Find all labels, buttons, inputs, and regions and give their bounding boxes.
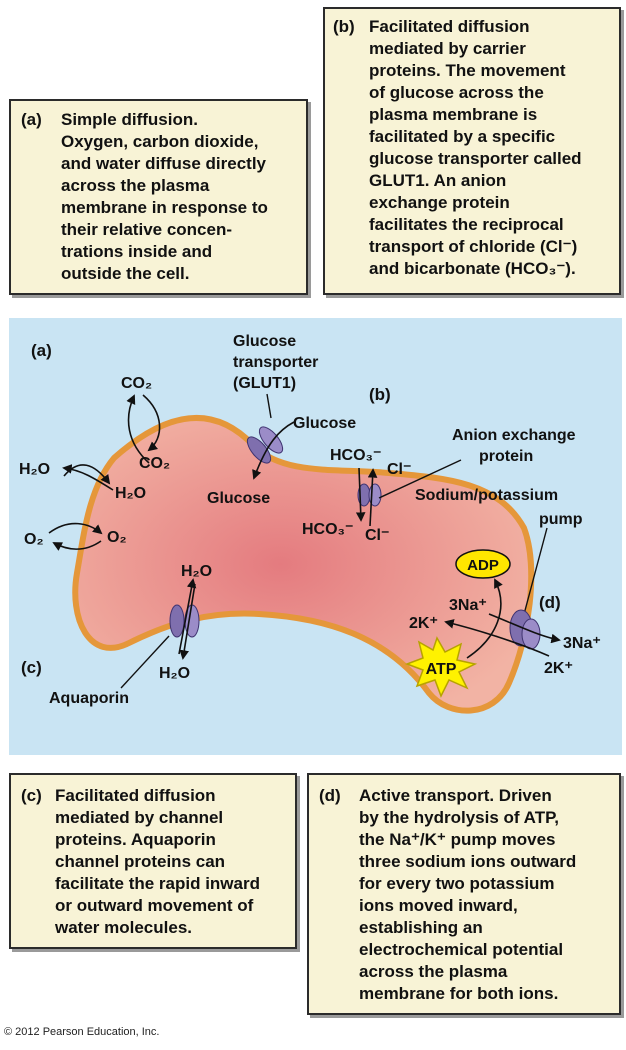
caption-d: (d) Active transport. Driven by the hydr… [307,773,621,1015]
pump-label-1: Sodium/potassium [415,487,558,504]
cell-membrane-diagram: (a) (b) (c) (d) CO₂ CO₂ H₂O H₂O O₂ O₂ Gl… [19,333,601,714]
glut1-label-2: transporter [233,354,318,371]
caption-d-text: Active transport. Driven by the hydrolys… [359,786,577,1003]
na-outside-label: 3Na⁺ [563,635,601,652]
k-inside-label: 2K⁺ [409,615,438,632]
h2o-arrow-out [62,464,114,491]
caption-c: (c) Facilitated diffusion mediated by ch… [9,773,297,949]
caption-c-text: Facilitated diffusion mediated by channe… [55,786,260,937]
caption-a: (a) Simple diffusion. Oxygen, carbon dio… [9,99,308,295]
aquaporin-arrow-out [178,578,197,655]
o2-arrow-2 [52,540,102,551]
co2-outside-label: CO₂ [121,375,152,392]
co2-inside-label: CO₂ [139,455,170,472]
k-outside-label: 2K⁺ [544,660,573,677]
cl-outside-label: Cl⁻ [387,461,411,478]
caption-b: (b) Facilitated diffusion mediated by ca… [323,7,621,295]
aquaporin-h2o-top-label: H₂O [181,563,212,580]
anion-exchange-label-2: protein [479,448,533,465]
copyright-notice: © 2012 Pearson Education, Inc. [4,1026,160,1038]
pump-pointer [522,527,548,619]
anion-exchange-pointer [378,459,462,499]
cl-inside-label: Cl⁻ [365,527,389,544]
co2-arrow-2 [142,394,161,452]
aquaporin-arrow-in [179,583,196,660]
o2-outside-label: O₂ [24,531,44,548]
glucose-inside-label: Glucose [207,490,270,507]
adp-label: ADP [467,557,499,574]
caption-b-label: (b) [333,17,355,36]
caption-d-label: (d) [319,786,341,805]
o2-inside-label: O₂ [107,529,127,546]
h2o-outside-label: H₂O [19,461,50,478]
hco3-arrow [355,467,366,522]
h2o-arrow-in [63,464,111,485]
caption-a-label: (a) [21,110,42,129]
panel-label-d: (d) [539,593,561,612]
o2-arrow [48,522,103,535]
hco3-inside-label: HCO₃⁻ [302,521,353,538]
caption-b-text: Facilitated diffusion mediated by carrie… [369,17,582,278]
atp-to-adp-arrow [466,578,503,659]
co2-arrow [126,394,150,464]
anion-exchange-label-1: Anion exchange [452,427,576,444]
cell-body [72,414,535,714]
h2o-inside-label: H₂O [115,485,146,502]
diagram-panel: (a) (b) (c) (d) CO₂ CO₂ H₂O H₂O O₂ O₂ Gl… [9,318,622,755]
aquaporin-pointer [120,635,170,689]
atp-starburst: ATP [404,636,478,698]
glut1-label-1: Glucose [233,333,296,350]
na-inside-label: 3Na⁺ [449,597,487,614]
aquaporin-h2o-bottom-label: H₂O [159,665,190,682]
adp-badge: ADP [455,549,511,579]
cl-arrow [367,468,378,527]
panel-label-c: (c) [21,658,42,677]
panel-label-b: (b) [369,385,391,404]
glut1-pointer [266,393,272,419]
caption-c-label: (c) [21,786,42,805]
na-arrow [488,613,561,644]
atp-label: ATP [426,661,457,678]
glucose-outside-label: Glucose [293,415,356,432]
pump-label-2: pump [539,511,583,528]
hco3-outside-label: HCO₃⁻ [330,447,381,464]
glucose-arrow [252,421,295,480]
k-arrow [444,619,550,657]
panel-label-a: (a) [31,341,52,360]
glut1-label-3: (GLUT1) [233,375,296,392]
caption-a-text: Simple diffusion. Oxygen, carbon dioxide… [61,110,268,283]
aquaporin-label: Aquaporin [49,690,129,707]
